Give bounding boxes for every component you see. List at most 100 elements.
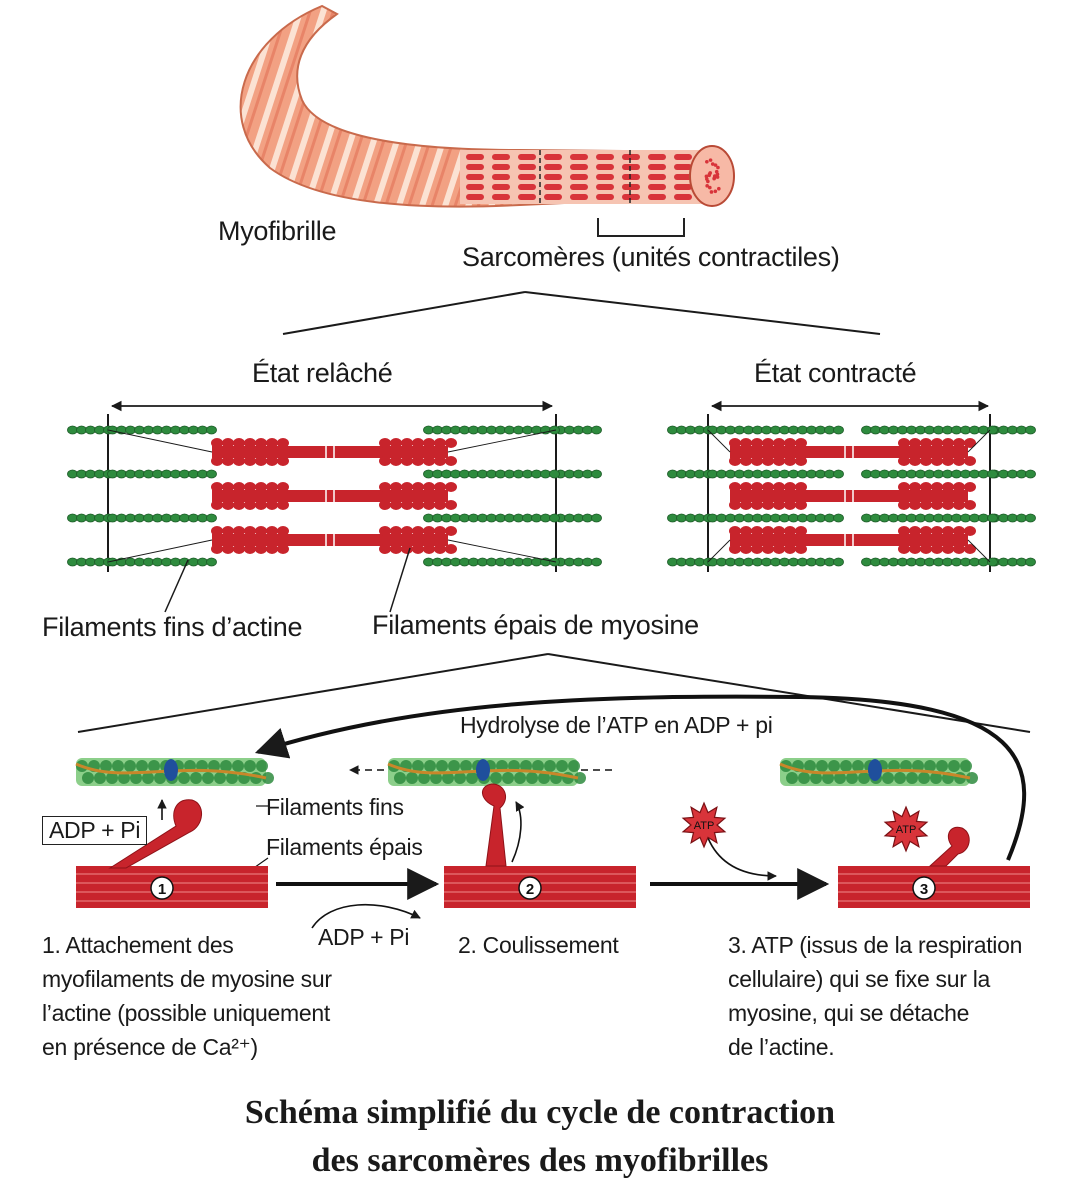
actin-monomer	[423, 469, 434, 479]
actin-filament	[707, 557, 844, 567]
actin-monomer	[1016, 425, 1027, 435]
actin-monomer	[924, 425, 935, 435]
myosin-head	[773, 438, 785, 448]
sarcomere-bracket	[597, 218, 685, 237]
actin-monomer	[1025, 425, 1036, 435]
myosin-head	[412, 500, 424, 510]
actin-monomer	[906, 425, 917, 435]
myosin-shaft	[212, 446, 448, 458]
actin-monomer	[513, 513, 524, 523]
actin-monomer	[450, 469, 461, 479]
actin-monomer	[179, 513, 190, 523]
thin-filaments-label: Filaments fins	[266, 794, 404, 820]
actin-monomer	[573, 513, 584, 523]
actin-monomer	[423, 513, 434, 523]
myosin-head	[920, 482, 932, 492]
band-segment	[674, 164, 692, 170]
actin-monomer	[951, 425, 962, 435]
actin-monomer	[179, 469, 190, 479]
myosin-filament	[729, 438, 976, 466]
actin-monomer	[513, 557, 524, 567]
myosin-head	[920, 438, 932, 448]
actin-monomer	[770, 513, 781, 523]
actin-monomer	[725, 425, 736, 435]
band-segment	[518, 184, 536, 190]
cross-section-dot	[713, 189, 718, 194]
actin-monomer	[540, 513, 551, 523]
actin-filament	[667, 469, 714, 479]
myosin-head	[953, 456, 965, 466]
actin-monomer	[495, 469, 506, 479]
actin-monomer	[743, 469, 754, 479]
actin-filaments-label: Filaments fins d’actine	[42, 612, 303, 642]
myosin-head	[931, 456, 943, 466]
actin-monomer	[716, 513, 727, 523]
actin-monomer	[468, 557, 479, 567]
myosin-head	[222, 526, 234, 536]
actin-monomer	[94, 557, 105, 567]
myosin-head	[266, 438, 278, 448]
actin-monomer	[179, 425, 190, 435]
myosin-head-lever	[482, 783, 507, 867]
actin-monomer	[432, 425, 443, 435]
myosin-head	[729, 500, 741, 510]
myosin-head	[909, 482, 921, 492]
actin-bead	[394, 772, 406, 784]
actin-monomer	[694, 469, 705, 479]
myosin-head	[931, 544, 943, 554]
actin-bead	[960, 760, 972, 772]
actin-monomer	[85, 469, 96, 479]
actin-bead	[82, 772, 94, 784]
actin-monomer	[582, 557, 593, 567]
actin-bead	[568, 760, 580, 772]
myosin-head	[964, 526, 976, 536]
actin-monomer	[707, 469, 718, 479]
myosin-head	[740, 500, 752, 510]
myosin-head	[390, 500, 402, 510]
myosin-head	[740, 456, 752, 466]
actin-monomer	[1016, 513, 1027, 523]
actin-monomer	[116, 469, 127, 479]
actin-monomer	[667, 425, 678, 435]
myosin-head	[401, 544, 413, 554]
actin-bead	[136, 760, 148, 772]
actin-filament	[861, 557, 998, 567]
actin-filament	[555, 425, 602, 435]
cross-section-dot	[710, 162, 715, 166]
band-segment	[570, 154, 588, 160]
actin-bead	[822, 772, 834, 784]
myosin-head	[266, 482, 278, 492]
actin-monomer	[67, 469, 78, 479]
step-1-line-4: en présence de Ca²⁺)	[42, 1034, 258, 1060]
myosin-head	[762, 456, 774, 466]
recovery-stroke-arrow	[254, 694, 1027, 861]
actin-monomer	[743, 513, 754, 523]
actin-monomer	[468, 425, 479, 435]
step-number-badge	[150, 876, 174, 900]
actin-bead	[532, 760, 544, 772]
myosin-head	[964, 544, 976, 554]
myosin-pointer-line	[389, 547, 411, 613]
actin-bead	[154, 772, 166, 784]
actin-monomer	[125, 513, 136, 523]
band-segment	[596, 184, 614, 190]
actin-monomer	[761, 513, 772, 523]
actin-monomer	[833, 469, 844, 479]
cycle-panel-3: 3	[779, 758, 1030, 908]
step-3-line-2: cellulaire) qui se fixe sur la	[728, 966, 991, 992]
actin-monomer	[197, 557, 208, 567]
actin-monomer	[870, 425, 881, 435]
actin-filament	[107, 513, 217, 523]
actin-monomer	[143, 469, 154, 479]
zoom-lines-top	[282, 291, 881, 335]
actin-monomer	[513, 469, 524, 479]
actin-monomer	[788, 469, 799, 479]
step-1-line-3: l’actine (possible uniquement	[42, 1000, 330, 1026]
actin-filament	[555, 557, 602, 567]
myosin-head	[401, 482, 413, 492]
actin-monomer	[888, 469, 899, 479]
myosin-head	[277, 482, 289, 492]
actin-monomer	[942, 557, 953, 567]
actin-monomer	[861, 557, 872, 567]
myosin-shaft	[212, 534, 448, 546]
